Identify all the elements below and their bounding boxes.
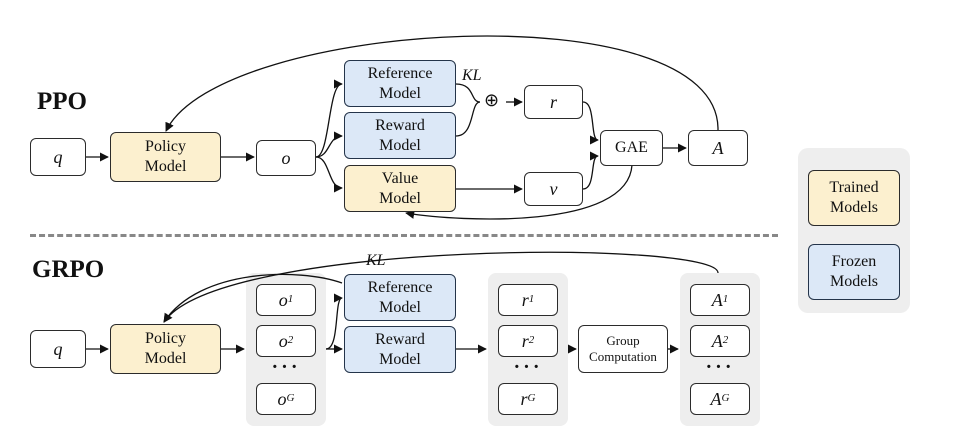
grpo-advantage-2-symbol: A	[711, 330, 723, 351]
ppo-plus-operator: ⊕	[484, 90, 500, 111]
grpo-reward-g-symbol: r	[520, 388, 528, 409]
grpo-advantage-1-sub: 1	[722, 293, 729, 306]
ppo-o-box: o	[256, 140, 316, 176]
grpo-output-1-sub: 1	[287, 293, 294, 306]
grpo-reward-model-label: Reward Model	[375, 330, 425, 368]
grpo-reward-1-symbol: r	[521, 289, 529, 310]
ppo-a-to-policy-feedback-arrow	[165, 35, 719, 132]
grpo-reward-1-sub: 1	[528, 293, 535, 306]
grpo-output-2-sub: 2	[287, 334, 294, 347]
grpo-reference-kl-to-policy-arrow	[163, 273, 343, 323]
legend-frozen-models-label: Frozen Models	[830, 253, 878, 290]
ppo-kl-label: KL	[462, 67, 482, 84]
ppo-q-box: q	[30, 138, 86, 176]
grpo-reference-model-box: Reference Model	[344, 274, 456, 321]
grpo-output-g-symbol: o	[277, 388, 287, 409]
grpo-advantage-g-sub: G	[721, 392, 730, 405]
ppo-o-to-value-arrow	[315, 156, 343, 193]
legend-trained-models-label: Trained Models	[829, 179, 879, 216]
ppo-reward-model-label: Reward Model	[375, 116, 425, 154]
ppo-r-to-gae-arrow	[582, 101, 599, 145]
grpo-group-computation-label: Group Computation	[589, 333, 657, 364]
grpo-advantage-2-sub: 2	[722, 334, 729, 347]
grpo-advantages-to-policy-feedback-arrow	[163, 251, 719, 323]
section-divider	[30, 234, 778, 237]
grpo-reward-model-box: Reward Model	[344, 326, 456, 373]
grpo-reward-2-sub: 2	[528, 334, 535, 347]
ppo-r-box: r	[524, 85, 583, 119]
ppo-policy-model-label: Policy Model	[144, 138, 187, 175]
grpo-advantage-1-symbol: A	[711, 289, 723, 310]
ppo-reference-to-plus-arrow	[455, 83, 481, 103]
ppo-o-to-reference-arrow	[315, 79, 343, 158]
ppo-value-model-box: Value Model	[344, 165, 456, 212]
ppo-gae-box: GAE	[600, 130, 663, 166]
grpo-title: GRPO	[32, 256, 105, 283]
grpo-advantages-ellipsis: ···	[705, 356, 735, 378]
grpo-rewards-ellipsis: ···	[513, 356, 543, 378]
ppo-gae-to-value-feedback-arrow	[405, 164, 633, 220]
grpo-group-computation-box: Group Computation	[578, 325, 668, 373]
grpo-q-box: q	[30, 330, 86, 368]
legend-frozen-models-box: Frozen Models	[808, 244, 900, 300]
grpo-reward-2-symbol: r	[521, 330, 529, 351]
grpo-reference-model-label: Reference Model	[367, 278, 433, 316]
ppo-value-model-label: Value Model	[379, 169, 421, 207]
ppo-policy-model-box: Policy Model	[110, 132, 221, 182]
ppo-title: PPO	[37, 88, 87, 115]
grpo-kl-label: KL	[366, 252, 386, 269]
grpo-policy-model-label: Policy Model	[144, 330, 187, 367]
grpo-outputs-to-reference-arrow	[325, 293, 343, 350]
ppo-v-box: v	[524, 172, 583, 206]
grpo-output-g-sub: G	[286, 392, 295, 405]
grpo-reward-g-sub: G	[527, 392, 536, 405]
ppo-a-box: A	[688, 130, 748, 166]
grpo-output-1-symbol: o	[278, 289, 288, 310]
ppo-v-to-gae-arrow	[582, 151, 599, 190]
grpo-policy-model-box: Policy Model	[110, 324, 221, 374]
legend-trained-models-box: Trained Models	[808, 170, 900, 226]
grpo-output-2-symbol: o	[278, 330, 288, 351]
ppo-reference-model-label: Reference Model	[367, 64, 433, 102]
grpo-advantage-g-symbol: A	[710, 388, 722, 409]
ppo-o-to-reward-arrow	[315, 131, 343, 158]
ppo-reward-model-box: Reward Model	[344, 112, 456, 159]
ppo-reference-model-box: Reference Model	[344, 60, 456, 107]
grpo-outputs-ellipsis: ···	[271, 356, 301, 378]
ppo-reward-to-plus-arrow	[455, 101, 481, 137]
